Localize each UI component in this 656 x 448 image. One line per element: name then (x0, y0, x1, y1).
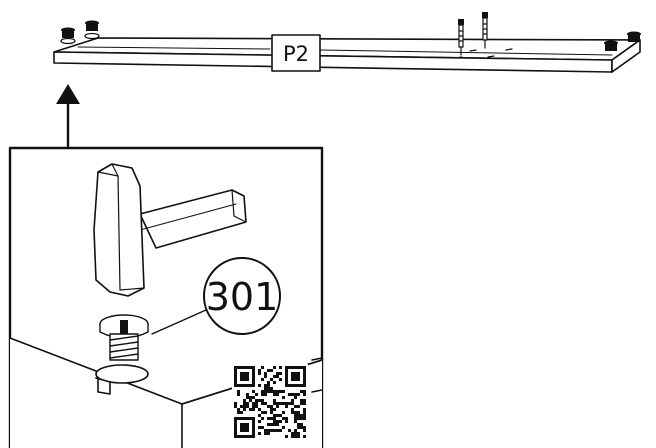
board-panel (53, 37, 641, 73)
cam-nut-right-b (627, 31, 641, 42)
detail-frame (8, 146, 324, 448)
cam-lock-nut-icon (99, 314, 149, 361)
bolt-left (458, 19, 464, 56)
board-label-text: P2 (283, 42, 309, 66)
cam-nut-left-b (84, 20, 100, 40)
board-label: P2 (271, 34, 321, 72)
part-number-text: 301 (206, 275, 279, 319)
part-callout: 301 (151, 257, 281, 335)
up-arrow-icon (56, 84, 80, 150)
hammer-icon (93, 163, 247, 297)
cam-nut-left-a (60, 27, 76, 45)
cam-nut-right-a (604, 40, 618, 51)
qr-code-icon (232, 364, 308, 440)
bolt-right (482, 12, 488, 49)
